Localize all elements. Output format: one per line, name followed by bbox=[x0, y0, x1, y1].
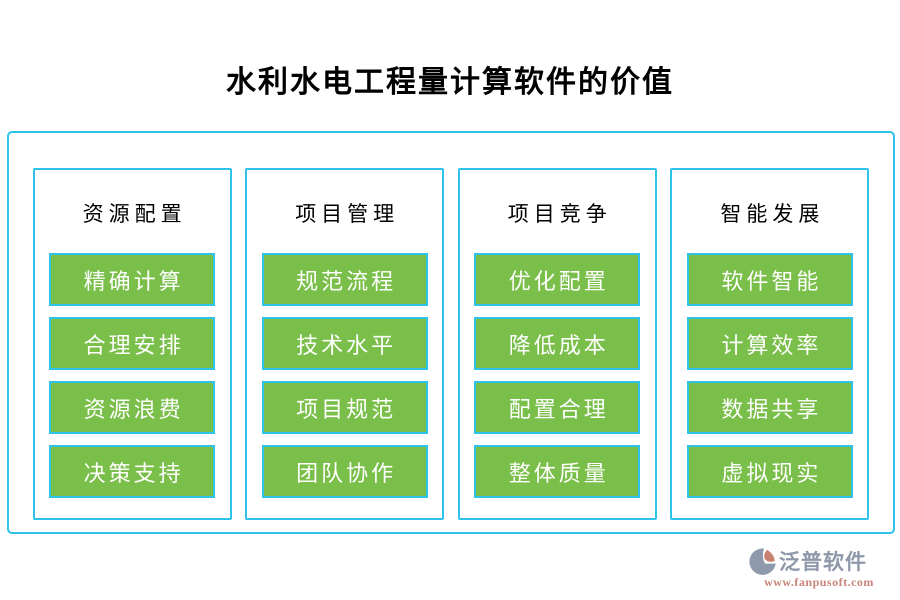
column-resource-allocation: 资源配置 精确计算 合理安排 资源浪费 决策支持 bbox=[32, 168, 232, 520]
brand-watermark: 泛普软件 www.fanpusoft.com bbox=[749, 546, 889, 590]
value-item: 虚拟现实 bbox=[686, 445, 853, 498]
brand-name: 泛普软件 bbox=[779, 550, 867, 574]
fanpu-logo-icon bbox=[749, 547, 776, 575]
page-title: 水利水电工程量计算软件的价值 bbox=[226, 66, 674, 99]
value-item: 精确计算 bbox=[49, 253, 216, 306]
value-item: 项目规范 bbox=[261, 381, 428, 434]
column-header: 智能发展 bbox=[720, 202, 825, 226]
column-header: 资源配置 bbox=[82, 202, 187, 226]
value-item: 技术水平 bbox=[261, 317, 428, 370]
value-item: 资源浪费 bbox=[49, 381, 216, 434]
value-item: 整体质量 bbox=[474, 445, 641, 498]
column-project-management: 项目管理 规范流程 技术水平 项目规范 团队协作 bbox=[245, 168, 445, 520]
value-item: 团队协作 bbox=[261, 445, 428, 498]
value-item: 优化配置 bbox=[474, 253, 641, 306]
value-item: 配置合理 bbox=[474, 381, 641, 434]
value-item: 合理安排 bbox=[49, 317, 216, 370]
value-item: 决策支持 bbox=[49, 445, 216, 498]
column-header: 项目管理 bbox=[295, 202, 400, 226]
value-item: 数据共享 bbox=[686, 381, 853, 434]
brand-url: www.fanpusoft.com bbox=[764, 575, 874, 589]
value-diagram-board: 资源配置 精确计算 合理安排 资源浪费 决策支持 项目管理 规范流程 技术水平 … bbox=[7, 131, 895, 534]
value-item: 计算效率 bbox=[686, 317, 853, 370]
column-intelligent-development: 智能发展 软件智能 计算效率 数据共享 虚拟现实 bbox=[670, 168, 870, 520]
column-project-competition: 项目竞争 优化配置 降低成本 配置合理 整体质量 bbox=[457, 168, 657, 520]
value-item: 软件智能 bbox=[686, 253, 853, 306]
column-header: 项目竞争 bbox=[507, 202, 612, 226]
value-item: 降低成本 bbox=[474, 317, 641, 370]
value-item: 规范流程 bbox=[261, 253, 428, 306]
